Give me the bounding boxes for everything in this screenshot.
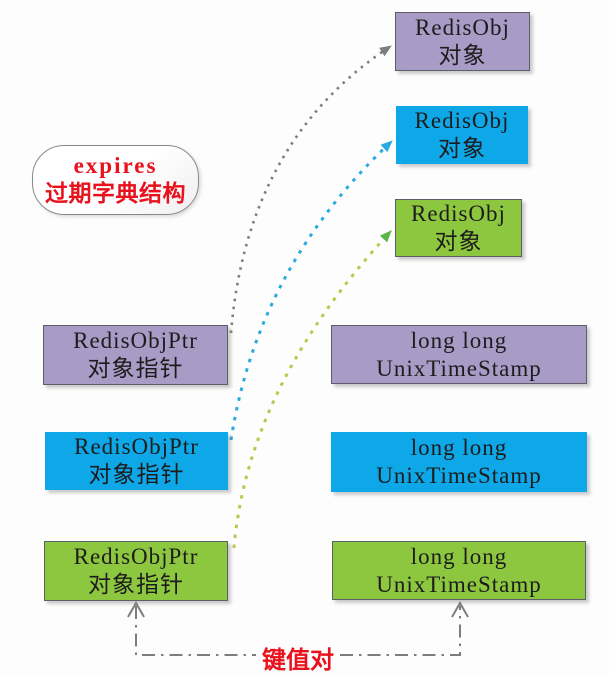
key-value-pair-label: 键值对 xyxy=(262,648,334,674)
box-line1: RedisObj xyxy=(411,201,506,226)
up-arrowhead-left xyxy=(127,600,145,618)
box-line2: 对象 xyxy=(434,229,483,254)
box-line1: RedisObjPtr xyxy=(73,328,198,353)
box-line1: long long xyxy=(410,327,508,353)
box-line2: 对象 xyxy=(438,42,487,68)
redis-obj-ptr-box-purple: RedisObjPtr 对象指针 xyxy=(43,325,228,385)
box-line1: RedisObj xyxy=(414,108,510,133)
box-line1: long long xyxy=(410,543,508,569)
box-line2: UnixTimeStamp xyxy=(376,463,542,488)
up-arrowhead-right xyxy=(451,600,469,618)
redis-obj-box-green: RedisObj 对象 xyxy=(395,199,522,257)
expires-subtitle: 过期字典结构 xyxy=(45,180,186,206)
key-value-connector-left xyxy=(135,606,256,656)
expires-label-bubble: expires 过期字典结构 xyxy=(32,145,199,215)
key-value-connector-right xyxy=(340,606,461,656)
expires-title: expires xyxy=(73,152,158,178)
box-line1: RedisObj xyxy=(415,14,510,40)
box-line2: 对象指针 xyxy=(88,572,184,597)
box-line2: 对象 xyxy=(438,136,486,161)
redis-obj-box-blue: RedisObj 对象 xyxy=(396,106,528,164)
box-line2: 对象指针 xyxy=(87,356,184,381)
ptr-to-obj-arrow-blue xyxy=(229,139,394,441)
box-line2: UnixTimeStamp xyxy=(376,355,542,381)
unix-timestamp-box-purple: long long UnixTimeStamp xyxy=(331,325,587,384)
redis-obj-ptr-box-green: RedisObjPtr 对象指针 xyxy=(44,541,228,601)
redis-obj-ptr-box-blue: RedisObjPtr 对象指针 xyxy=(45,432,228,490)
unix-timestamp-box-blue: long long UnixTimeStamp xyxy=(331,432,587,492)
ptr-to-obj-arrow-purple xyxy=(229,44,392,334)
box-line1: RedisObjPtr xyxy=(73,544,199,569)
redis-obj-box-purple: RedisObj 对象 xyxy=(395,12,530,71)
box-line2: UnixTimeStamp xyxy=(376,571,542,597)
box-line1: RedisObjPtr xyxy=(74,434,199,459)
unix-timestamp-box-green: long long UnixTimeStamp xyxy=(332,541,586,600)
ptr-to-obj-arrow-green xyxy=(232,229,393,549)
box-line2: 对象指针 xyxy=(88,462,185,487)
box-line1: long long xyxy=(410,435,508,460)
